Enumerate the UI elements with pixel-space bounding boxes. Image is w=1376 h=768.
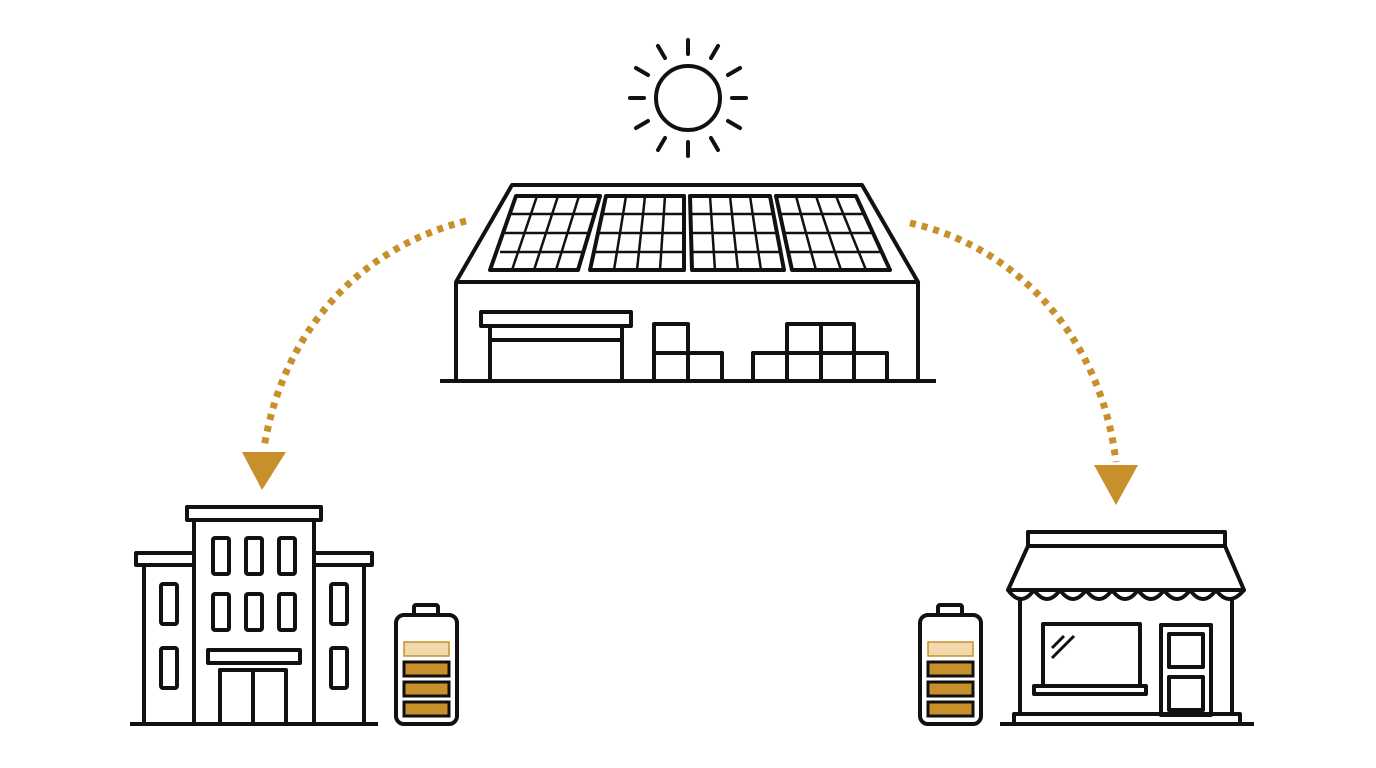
solar-panel-3 bbox=[688, 194, 786, 272]
office-windows bbox=[159, 536, 349, 690]
energy-flow-arrow-left bbox=[242, 217, 467, 490]
solar-panel-4 bbox=[774, 194, 892, 272]
office-building-icon bbox=[130, 505, 378, 726]
stacked-boxes-left bbox=[652, 322, 724, 383]
office-entrance bbox=[206, 648, 302, 726]
battery-icon bbox=[918, 603, 983, 726]
battery-icon bbox=[394, 603, 459, 726]
solar-panel-grid bbox=[500, 195, 882, 271]
solar-panel-2 bbox=[588, 194, 686, 272]
store-door bbox=[1159, 623, 1213, 717]
garage-door bbox=[479, 310, 633, 383]
solar-panel-1 bbox=[488, 194, 602, 272]
solar-roof-warehouse-icon bbox=[440, 183, 936, 383]
storefront-icon bbox=[1000, 530, 1254, 726]
energy-flow-arrow-right bbox=[909, 219, 1138, 505]
sun-icon bbox=[628, 38, 748, 158]
stacked-boxes-right bbox=[751, 322, 889, 383]
store-window bbox=[1032, 622, 1148, 696]
